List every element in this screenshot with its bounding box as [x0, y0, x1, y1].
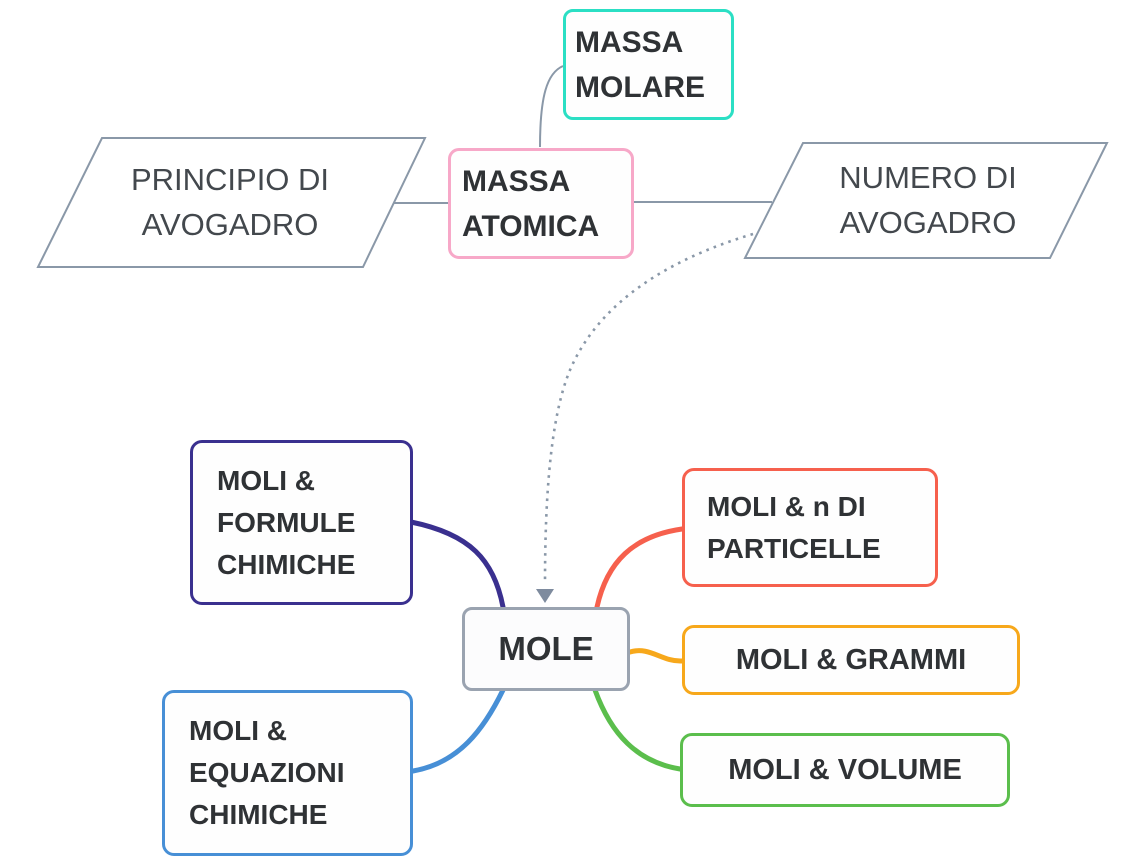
- node-moli-equazioni-chimiche[interactable]: MOLI & EQUAZIONI CHIMICHE: [162, 690, 413, 856]
- node-massa-molare[interactable]: MASSA MOLARE: [563, 9, 734, 120]
- node-numero-avogadro-label: NUMERO DI AVOGADRO: [839, 159, 1017, 240]
- connector-mole-to-equazioni: [410, 687, 506, 774]
- connector-formule-to-mole: [408, 519, 506, 610]
- arrowhead-icon: [536, 589, 554, 603]
- node-mole[interactable]: MOLE: [462, 607, 630, 691]
- node-moli-volume[interactable]: MOLI & VOLUME: [680, 733, 1010, 807]
- node-massa-atomica[interactable]: MASSA ATOMICA: [448, 148, 634, 259]
- principio-avogadro-parallelogram[interactable]: [36, 137, 427, 268]
- node-moli-grammi[interactable]: MOLI & GRAMMI: [682, 625, 1020, 695]
- numero-avogadro-parallelogram[interactable]: [743, 142, 1109, 259]
- node-moli-n-di-particelle[interactable]: MOLI & n DI PARTICELLE: [682, 468, 938, 587]
- connector-mole-to-volume: [592, 687, 683, 772]
- connector-molare-to-atomica: [539, 65, 564, 148]
- connector-mole-to-grammi: [627, 648, 685, 664]
- node-moli-formule-chimiche[interactable]: MOLI & FORMULE CHIMICHE: [190, 440, 413, 605]
- dotted-connector-numero-to-mole: [543, 232, 754, 585]
- node-principio-avogadro-label: PRINCIPIO DI AVOGADRO: [130, 161, 330, 242]
- connector-mole-to-particelle: [594, 526, 685, 610]
